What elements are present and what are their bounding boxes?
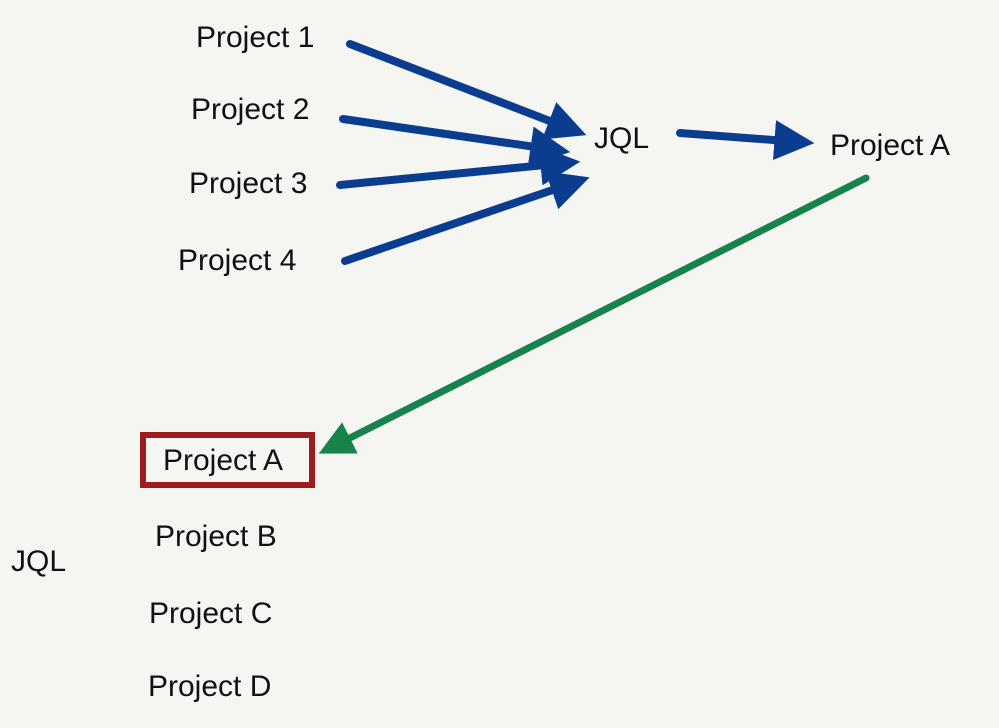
result-project-c-label: Project C <box>149 597 273 630</box>
target-project-a-label: Project A <box>830 129 951 162</box>
arrow-project4-to-jql <box>341 171 590 265</box>
arrow-project2-to-jql <box>339 115 571 167</box>
result-highlight-box <box>140 432 315 488</box>
source-project-1-label: Project 1 <box>196 21 315 54</box>
source-project-4-label: Project 4 <box>178 244 297 277</box>
result-project-d-label: Project D <box>148 670 272 703</box>
arrow-jql-to-project-a <box>676 120 815 161</box>
result-jql-label: JQL <box>11 545 67 578</box>
arrow-project-a-to-result <box>318 174 870 454</box>
source-project-2-label: Project 2 <box>191 93 310 126</box>
source-project-3-label: Project 3 <box>189 167 308 200</box>
result-project-a-label: Project A <box>163 444 284 477</box>
arrow-project1-to-jql <box>346 40 587 140</box>
result-project-b-label: Project B <box>155 520 277 553</box>
jql-node-label: JQL <box>594 122 650 155</box>
arrow-project3-to-jql <box>336 145 581 189</box>
